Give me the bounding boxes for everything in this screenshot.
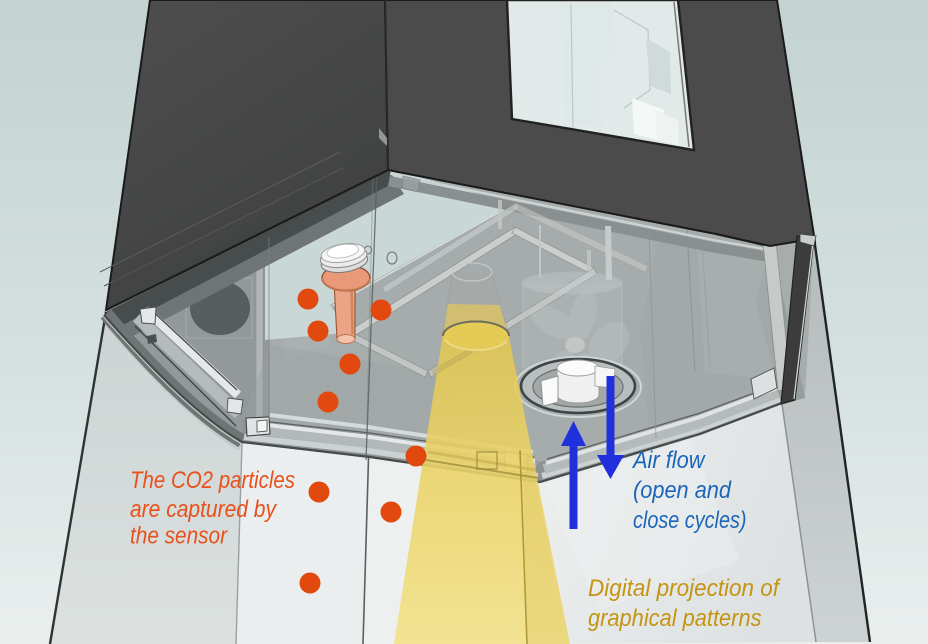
svg-text:graphical patterns: graphical patterns <box>588 605 762 632</box>
svg-text:close cycles): close cycles) <box>633 507 747 534</box>
svg-text:are captured by: are captured by <box>130 496 277 523</box>
svg-text:the sensor: the sensor <box>130 523 228 550</box>
svg-text:Air flow: Air flow <box>631 447 706 474</box>
svg-text:The CO2 particles: The CO2 particles <box>130 467 295 494</box>
svg-text:(open and: (open and <box>633 477 732 504</box>
svg-text:Digital projection of: Digital projection of <box>588 575 781 602</box>
